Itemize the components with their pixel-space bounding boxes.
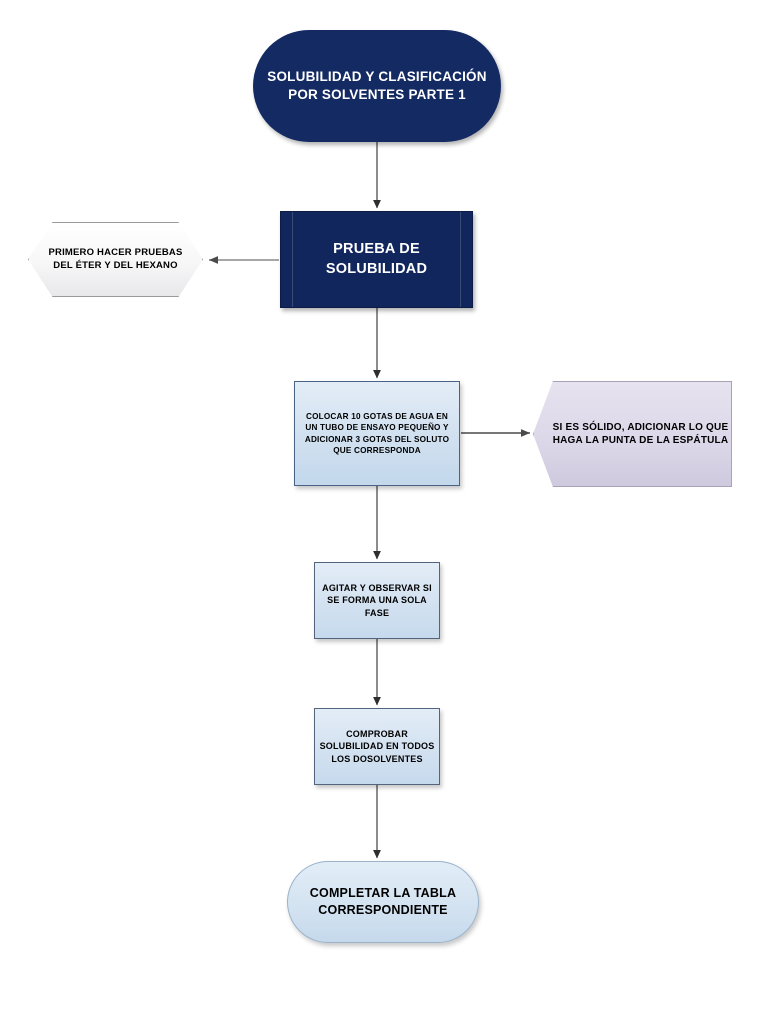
node-nota-solido-label: SI ES SÓLIDO, ADICIONAR LO QUE HAGA LA P…	[552, 421, 729, 447]
node-colocar-gotas[interactable]: COLOCAR 10 GOTAS DE AGUA EN UN TUBO DE E…	[294, 381, 460, 486]
node-colocar-gotas-label: COLOCAR 10 GOTAS DE AGUA EN UN TUBO DE E…	[304, 412, 450, 455]
node-comprobar-solubilidad-label: COMPROBAR SOLUBILIDAD EN TODOS LOS DOSOL…	[319, 729, 435, 764]
node-prueba-solubilidad[interactable]: PRUEBA DE SOLUBILIDAD	[280, 211, 473, 308]
node-nota-solido[interactable]: SI ES SÓLIDO, ADICIONAR LO QUE HAGA LA P…	[533, 381, 732, 487]
node-title-label: SOLUBILIDAD Y CLASIFICACIÓN POR SOLVENTE…	[267, 68, 487, 102]
node-prueba-solubilidad-label: PRUEBA DE SOLUBILIDAD	[325, 240, 428, 277]
node-completar-tabla-label: COMPLETAR LA TABLA CORRESPONDIENTE	[309, 886, 457, 917]
node-nota-eter-hexano[interactable]: PRIMERO HACER PRUEBAS DEL ÉTER Y DEL HEX…	[28, 222, 203, 297]
node-agitar-observar-label: AGITAR Y OBSERVAR SI SE FORMA UNA SOLA F…	[322, 583, 432, 618]
node-title[interactable]: SOLUBILIDAD Y CLASIFICACIÓN POR SOLVENTE…	[253, 30, 501, 142]
node-agitar-observar[interactable]: AGITAR Y OBSERVAR SI SE FORMA UNA SOLA F…	[314, 562, 440, 639]
node-completar-tabla[interactable]: COMPLETAR LA TABLA CORRESPONDIENTE	[287, 861, 479, 943]
node-nota-eter-hexano-label: PRIMERO HACER PRUEBAS DEL ÉTER Y DEL HEX…	[48, 246, 183, 271]
node-comprobar-solubilidad[interactable]: COMPROBAR SOLUBILIDAD EN TODOS LOS DOSOL…	[314, 708, 440, 785]
